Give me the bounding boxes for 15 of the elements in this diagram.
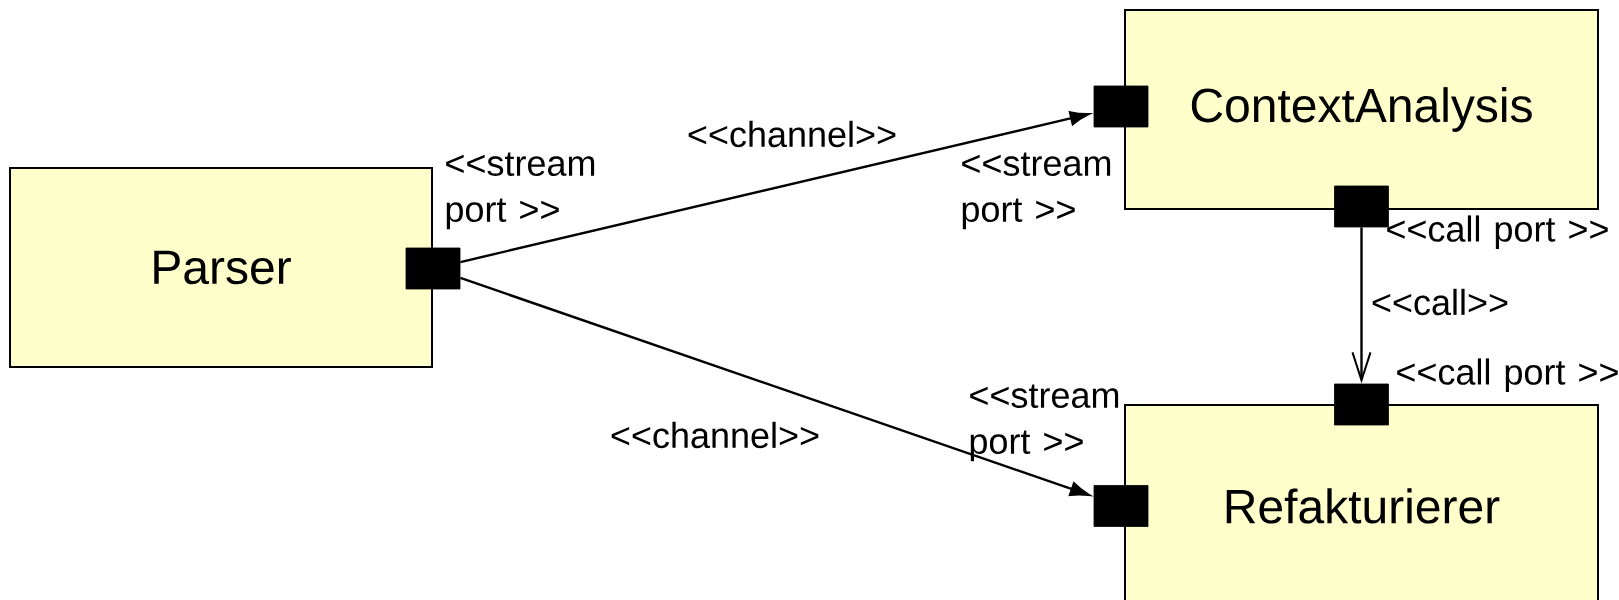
component-box: Refakturierer	[1124, 404, 1599, 600]
component-box: ContextAnalysis	[1124, 9, 1599, 210]
port-square	[1093, 485, 1149, 527]
port-square	[1334, 383, 1389, 426]
port-label: <<stream port >>	[962, 152, 1111, 230]
connector-arrow	[1351, 227, 1372, 384]
port-label: <<call port >>	[1397, 358, 1618, 392]
edge-label: <<call>>	[1368, 286, 1512, 318]
port-square	[1093, 85, 1149, 128]
edge-label: <<channel>>	[684, 118, 900, 150]
port-label: <<stream port >>	[446, 152, 595, 230]
component-box: Parser	[9, 167, 433, 368]
port-square	[1334, 185, 1389, 228]
port-square	[405, 247, 461, 290]
port-label: <<call port >>	[1387, 215, 1608, 249]
